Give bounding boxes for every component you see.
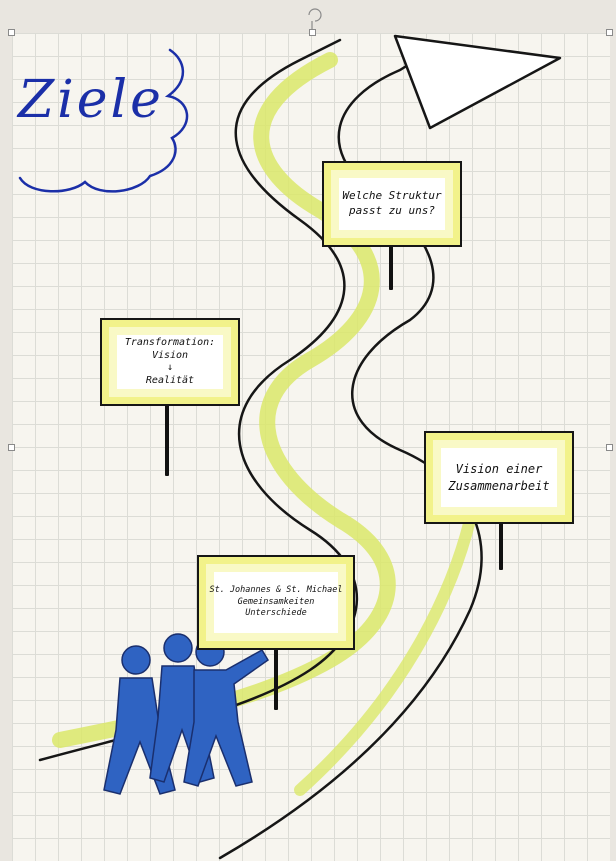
sign-vision-line-1: Vision einer	[455, 462, 543, 477]
sign-transformation-line-2: Vision	[151, 349, 189, 361]
sign-vision: Vision einer Zusammenarbeit	[424, 431, 574, 524]
sign-parishes-line-3: Unterschiede	[245, 608, 307, 619]
title-block: Ziele	[2, 66, 192, 166]
signpost-pole-vision	[499, 522, 503, 570]
signpost-pole-transformation	[165, 404, 169, 476]
sign-transformation-line-1: Transformation:	[124, 337, 216, 348]
resize-handle-top-left[interactable]	[8, 29, 15, 36]
rotate-handle-icon	[308, 8, 322, 31]
arrow-head-icon	[393, 34, 562, 130]
down-arrow-icon: ↓	[166, 362, 174, 373]
sign-structure-line-1: Welche Struktur	[342, 189, 442, 203]
resize-handle-top[interactable]	[309, 29, 316, 36]
sign-transformation-line-4: Realität	[145, 374, 195, 386]
signpost-pole-structure	[389, 246, 393, 290]
person-figures-icon	[103, 633, 270, 795]
sign-parishes-line-2: Gemeinsamkeiten	[237, 596, 315, 607]
sign-parishes: St. Johannes & St. Michael Gemeinsamkeit…	[197, 555, 355, 650]
sign-parishes-line-1: St. Johannes & St. Michael	[209, 585, 343, 596]
resize-handle-right[interactable]	[606, 444, 613, 451]
sign-transformation: Transformation: Vision ↓ Realität	[100, 318, 240, 406]
resize-handle-top-right[interactable]	[606, 29, 613, 36]
signpost-pole-parishes	[274, 648, 278, 710]
resize-handle-left[interactable]	[8, 444, 15, 451]
path-highlight-right	[294, 514, 476, 796]
road-left-edge	[38, 38, 359, 762]
sign-structure-line-2: passt zu uns?	[348, 204, 436, 217]
page-title: Ziele	[18, 70, 164, 130]
sign-structure: Welche Struktur passt zu uns?	[322, 161, 462, 247]
cloud-outline-icon	[18, 48, 189, 193]
path-highlight	[52, 52, 396, 748]
sign-vision-line-2: Zusammenarbeit	[448, 478, 550, 493]
